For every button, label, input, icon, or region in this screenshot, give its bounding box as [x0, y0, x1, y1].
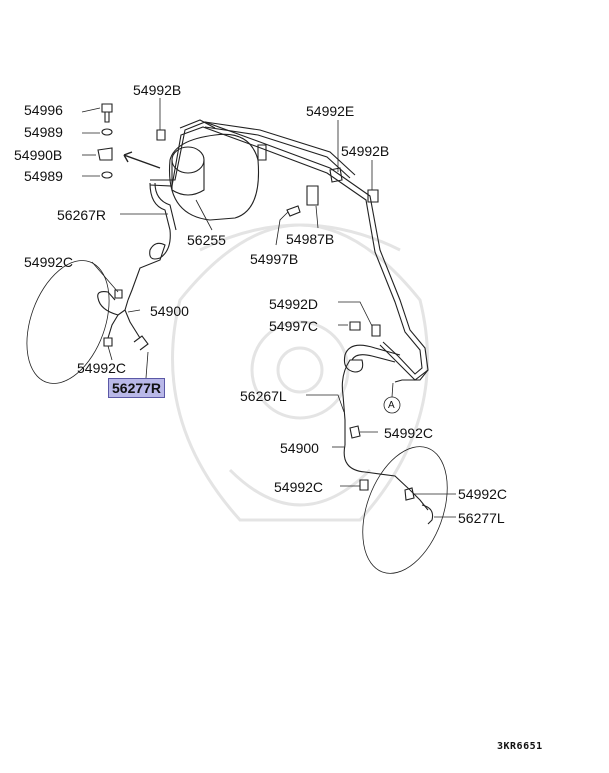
label-56267R: 56267R	[57, 207, 107, 223]
label-54992C-low: 54992C	[274, 479, 324, 495]
clip-54992E	[329, 167, 343, 183]
label-54992B-right: 54992B	[341, 143, 390, 159]
clip-hose-mid	[349, 425, 361, 439]
label-56255: 56255	[187, 232, 226, 248]
small-parts	[97, 103, 434, 525]
label-56277R[interactable]: 56277R	[108, 378, 166, 398]
left-rear-line	[341, 344, 429, 511]
label-54900-right: 54900	[280, 440, 319, 456]
label-54992C-left2: 54992C	[77, 360, 127, 376]
clip-54992C-left2	[103, 337, 113, 347]
label-54992D: 54992D	[269, 296, 319, 312]
label-54987B: 54987B	[286, 231, 335, 247]
bolt-54997B	[286, 205, 301, 217]
clip-54992C-low	[359, 479, 369, 491]
bushing-54990B	[97, 147, 113, 161]
right-rear-line	[97, 182, 177, 339]
label-54900-left: 54900	[150, 303, 189, 319]
label-56267L: 56267L	[240, 388, 287, 404]
label-54992B-top: 54992B	[133, 82, 182, 98]
leader-lines	[81, 98, 456, 518]
label-54992C-left: 54992C	[24, 254, 74, 270]
label-54992C-mid: 54992C	[384, 425, 434, 441]
bolt-54996	[101, 103, 113, 123]
marker-a-label: A	[388, 400, 395, 411]
direction-arrow	[123, 151, 161, 169]
main-brake-pipes	[149, 121, 429, 381]
bolt-54997C	[349, 321, 361, 331]
clip-54992B-top	[156, 129, 166, 141]
label-54997B: 54997B	[250, 251, 299, 267]
clip-54992B-right	[367, 189, 379, 203]
brake-booster	[168, 119, 260, 221]
label-54992E: 54992E	[306, 103, 355, 119]
nut-54989-a	[101, 128, 113, 136]
label-56277L: 56277L	[458, 510, 505, 526]
label-54996: 54996	[24, 102, 63, 118]
label-54997C: 54997C	[269, 318, 319, 334]
bracket-54987B	[306, 185, 319, 206]
right-wheel-outline	[362, 446, 448, 574]
label-54989-a: 54989	[24, 124, 63, 140]
clip-54992C-left	[114, 289, 123, 299]
clip-54992E-b	[257, 144, 267, 161]
watermark-emblem	[171, 223, 429, 522]
label-54992C-right: 54992C	[458, 486, 508, 502]
nut-54989-b	[101, 171, 113, 179]
clip-54992D	[371, 324, 381, 337]
label-54990B: 54990B	[14, 147, 63, 163]
pipe-56277L-end	[421, 504, 434, 525]
left-wheel-outline	[26, 260, 110, 384]
label-54989-b: 54989	[24, 168, 63, 184]
diagram-code: 3KR6651	[497, 741, 543, 752]
clip-54992C-right	[404, 487, 415, 501]
pipe-56277R-end	[133, 335, 149, 351]
